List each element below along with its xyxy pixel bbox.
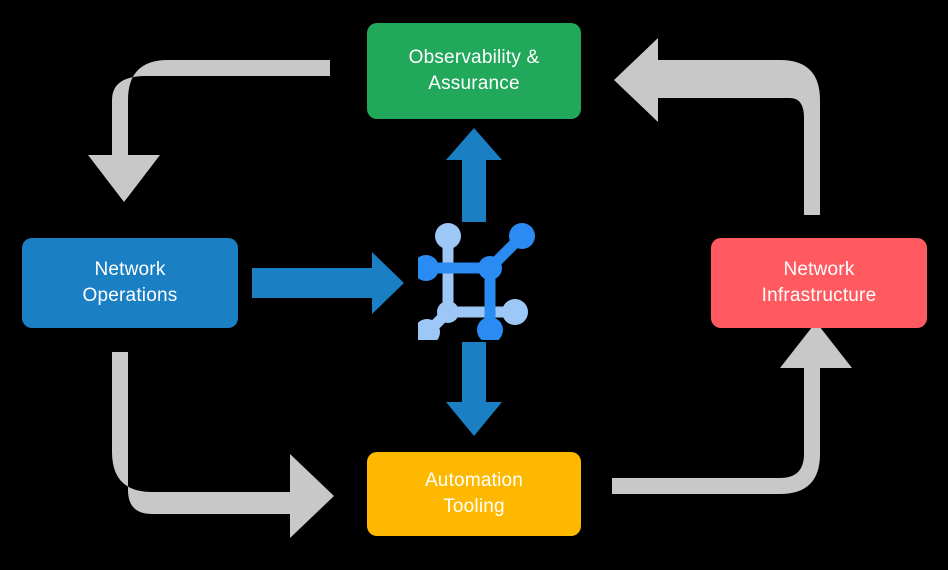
arrow-hub-to-observability bbox=[446, 128, 502, 222]
node-automation-tooling[interactable]: Automation Tooling bbox=[367, 452, 581, 536]
node-automation-tooling-label: Automation Tooling bbox=[424, 470, 524, 517]
node-observability-label: Observability & Assurance bbox=[408, 47, 540, 94]
arrow-operations-to-automation bbox=[112, 352, 334, 538]
node-network-infrastructure[interactable]: Network Infrastructure bbox=[711, 238, 927, 328]
arrow-hub-to-automation bbox=[446, 342, 502, 436]
arrow-observability-to-operations bbox=[88, 60, 330, 202]
network-nodes-dark bbox=[418, 223, 535, 340]
network-topology-icon bbox=[418, 223, 535, 340]
node-observability-assurance[interactable]: Observability & Assurance bbox=[367, 23, 581, 119]
node-network-operations[interactable]: Network Operations bbox=[22, 238, 238, 328]
node-network-infrastructure-label: Network Infrastructure bbox=[761, 259, 877, 306]
arrow-automation-to-infrastructure bbox=[612, 322, 852, 494]
network-nodes-light bbox=[418, 223, 528, 340]
arrow-infrastructure-to-observability bbox=[614, 38, 820, 215]
arrow-operations-to-hub bbox=[252, 252, 404, 314]
node-network-operations-label: Network Operations bbox=[82, 259, 178, 306]
